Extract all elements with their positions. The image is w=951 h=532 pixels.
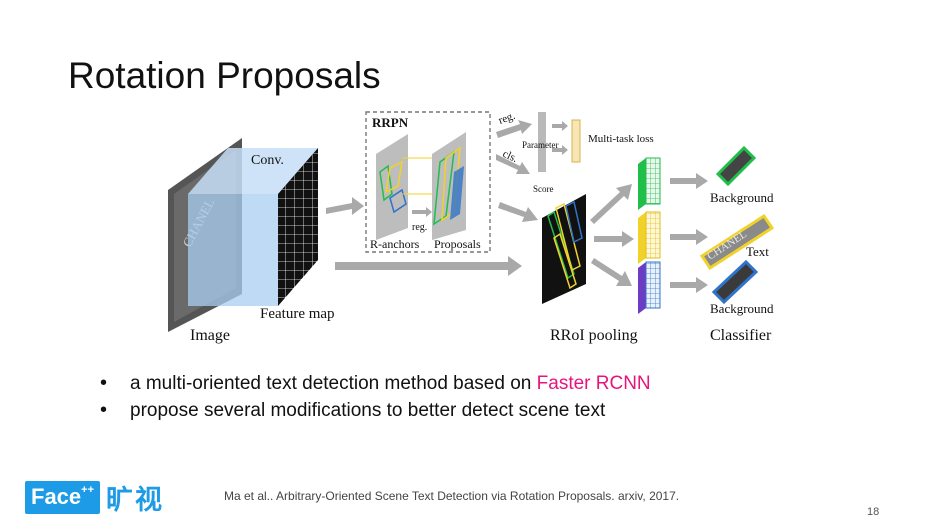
pooled-grid-blue — [638, 261, 661, 314]
rrpn-architecture-diagram: CHANEL Conv. Image Feature map RRPN reg.… — [168, 110, 775, 344]
bullet-item-1-text: a multi-oriented text detection method b… — [130, 373, 651, 394]
reg-label: reg. — [497, 110, 517, 127]
score-label: Score — [533, 184, 554, 194]
parameter-score-bar — [538, 112, 546, 172]
bullet-item-2-text: propose several modifications to better … — [130, 400, 606, 421]
rrpn-reg-label: reg. — [412, 222, 427, 233]
arrow-to-rrpn — [326, 197, 364, 215]
cls-label: cls. — [501, 148, 520, 165]
slide-title: Rotation Proposals — [68, 55, 381, 96]
logo-box: Face++ — [25, 481, 101, 514]
rroi-feature-panel — [542, 194, 586, 304]
arrow-cls-top — [670, 173, 708, 189]
arrow-to-rroi — [335, 256, 522, 276]
arrow-cls-bottom — [670, 277, 708, 293]
bullet-item-2: • propose several modifications to bette… — [100, 397, 651, 424]
faster-rcnn-highlight: Faster RCNN — [536, 373, 651, 394]
background-top-label: Background — [710, 190, 774, 205]
classifier-label: Classifier — [710, 327, 772, 344]
multitask-loss-bar — [571, 119, 581, 163]
rroi-pooling-label: RRoI pooling — [550, 327, 638, 344]
arrow-proposals-rroi — [498, 202, 538, 222]
arrow-rroi-blue — [591, 258, 632, 286]
conv-label: Conv. — [251, 153, 284, 168]
r-anchors-label: R-anchors — [370, 237, 420, 251]
background-bottom-label: Background — [710, 301, 774, 316]
proposals-label: Proposals — [434, 237, 481, 251]
arrow-param-loss — [552, 121, 568, 131]
arrow-rroi-green — [590, 184, 632, 224]
classifier-crop-background-top — [715, 145, 757, 187]
page-number: 18 — [867, 506, 880, 518]
citation-text: Ma et al.. Arbitrary-Oriented Scene Text… — [224, 489, 680, 503]
bullet-list: • a multi-oriented text detection method… — [100, 370, 651, 424]
bullet-item-1: • a multi-oriented text detection method… — [100, 370, 651, 397]
bullet-marker: • — [100, 399, 108, 421]
pooled-grid-yellow — [638, 211, 661, 264]
image-label: Image — [190, 327, 230, 344]
face-plus-plus-logo: Face++ 旷视 — [25, 478, 164, 517]
feature-map-cube — [188, 148, 318, 306]
rrpn-box: RRPN reg. R-anchors Proposals — [365, 111, 491, 253]
pooled-grid-green — [638, 157, 661, 210]
classifier-crop-text: CHANEL — [699, 213, 775, 271]
text-class-label: Text — [746, 244, 769, 259]
parameter-label: Parameter — [522, 140, 558, 150]
rrpn-label: RRPN — [372, 115, 409, 130]
arrow-cls-mid — [670, 229, 708, 245]
classifier-crop-background-bottom — [711, 259, 759, 305]
arrow-to-reg — [496, 120, 532, 138]
multitask-loss-label: Multi-task loss — [588, 133, 654, 145]
arrow-rroi-yellow — [594, 231, 634, 247]
bullet-marker: • — [100, 372, 108, 394]
arrow-score-loss — [552, 145, 568, 155]
arrow-to-cls — [496, 154, 530, 174]
feature-map-label: Feature map — [260, 306, 335, 322]
logo-chinese-text: 旷视 — [106, 485, 165, 515]
